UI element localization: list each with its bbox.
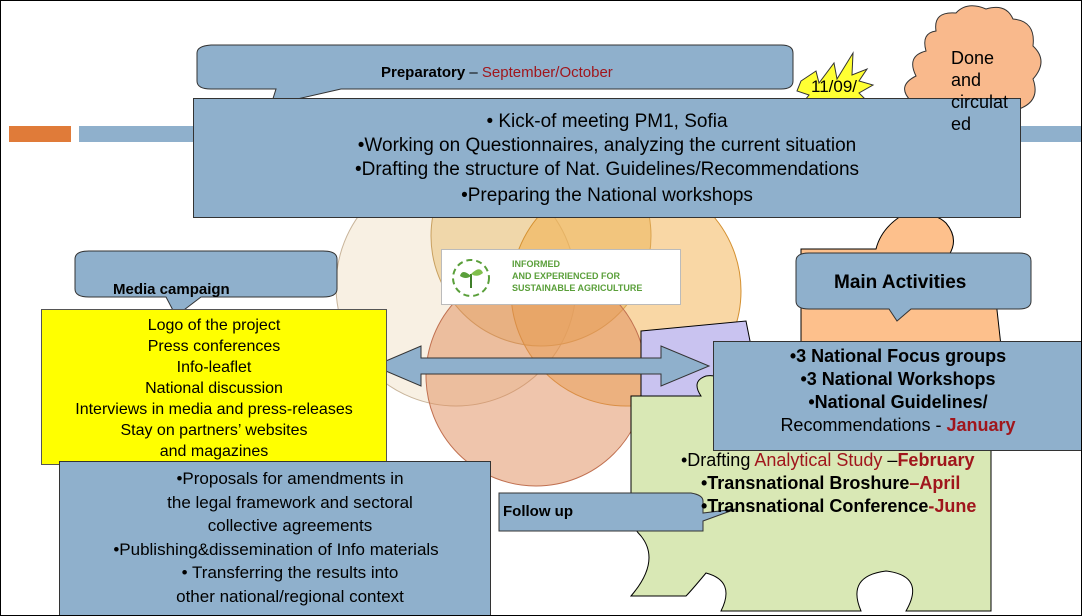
logo-line: AND EXPERIENCED FOR [512,271,621,281]
media-box [41,309,387,465]
main-item-highlight: Analytical Study [754,450,883,470]
accent-bar-orange [9,126,71,142]
main-activities-items: •3 National Focus groups •3 National Wor… [713,345,1081,437]
preparatory-callout-shape [196,44,794,106]
follow-up-items: •Proposals for amendments in the legal f… [1,467,551,608]
main-item-date: February [897,450,975,470]
main-item: •National Guidelines/ [808,392,988,412]
follow-up-box [59,461,491,615]
cloud-line: circulat [951,92,1009,112]
follow-item: collective agreements [207,516,373,535]
main-item-text: – [882,450,898,470]
preparatory-box: • Kick-of meeting PM1, Sofia •Working on… [193,98,1021,218]
media-item: Stay on partners’ websites [120,422,308,439]
cloud-text: Done and circulat ed [951,47,1008,135]
main-item-date: -June [928,496,977,516]
main-activities-callout-shape [795,252,1032,322]
main-activities-more: •Drafting Analytical Study –February •Tr… [677,449,1081,518]
media-item: Info-leaflet [176,359,252,376]
double-arrow [372,345,711,387]
preparatory-title: Preparatory [381,64,466,81]
follow-up-title: Follow up [503,503,573,520]
main-item: Recommendations - January [713,414,1081,437]
preparatory-item: •Drafting the structure of Nat. Guidelin… [354,159,860,180]
main-item-text: •Transnational Broshure [701,473,910,493]
preparatory-period: September/October [481,64,613,81]
preparatory-dash: – [465,64,482,81]
leaf-circle-icon [452,259,490,297]
media-item: National discussion [145,380,283,397]
follow-item: the legal framework and sectoral [167,492,413,512]
main-item-date: –April [909,473,961,493]
main-activities-title: Main Activities [834,272,967,293]
follow-item: •Publishing&dissemination of Info materi… [113,539,439,559]
media-title: Media campaign [113,281,230,298]
main-item: •3 National Focus groups [789,346,1007,366]
cloud-line: ed [951,114,972,134]
logo-line: INFORMED [512,259,560,269]
logo-line: SUSTAINABLE AGRICULTURE [512,283,643,293]
preparatory-item: •Preparing the National workshops [461,185,753,206]
main-item: •Transnational Broshure–April [677,472,1081,495]
main-item-text: •Transnational Conference [701,496,929,516]
media-items: Logo of the project Press conferences In… [1,315,429,462]
cloud-line: Done [951,48,995,68]
follow-item: • Transferring the results into [181,563,399,582]
media-item: Press conferences [147,338,281,355]
main-activities-box [713,341,1081,451]
main-item: •3 National Workshops [800,369,996,389]
star-label: 11/09/ [811,77,858,96]
media-item: Logo of the project [147,317,281,334]
project-logo: INFORMED AND EXPERIENCED FOR SUSTAINABLE… [441,249,681,305]
follow-up-callout-shape [498,492,737,532]
main-item-text: •Drafting [681,450,755,470]
media-item: and magazines [159,443,269,460]
main-item: •Drafting Analytical Study –February [677,449,1081,472]
main-item-text: Recommendations - [780,415,947,435]
main-item-date: January [946,415,1016,435]
preparatory-heading: Preparatory – September/October [381,64,613,81]
follow-item: other national/regional context [176,586,404,606]
media-item: Interviews in media and press-releases [75,401,353,418]
preparatory-item: • Kick-of meeting PM1, Sofia [486,111,728,132]
main-item: •Transnational Conference-June [677,495,1081,518]
follow-item: •Proposals for amendments in [176,469,404,488]
cloud-line: and [951,70,982,90]
preparatory-item: •Working on Questionnaires, analyzing th… [357,135,857,156]
media-callout-shape [74,250,338,317]
